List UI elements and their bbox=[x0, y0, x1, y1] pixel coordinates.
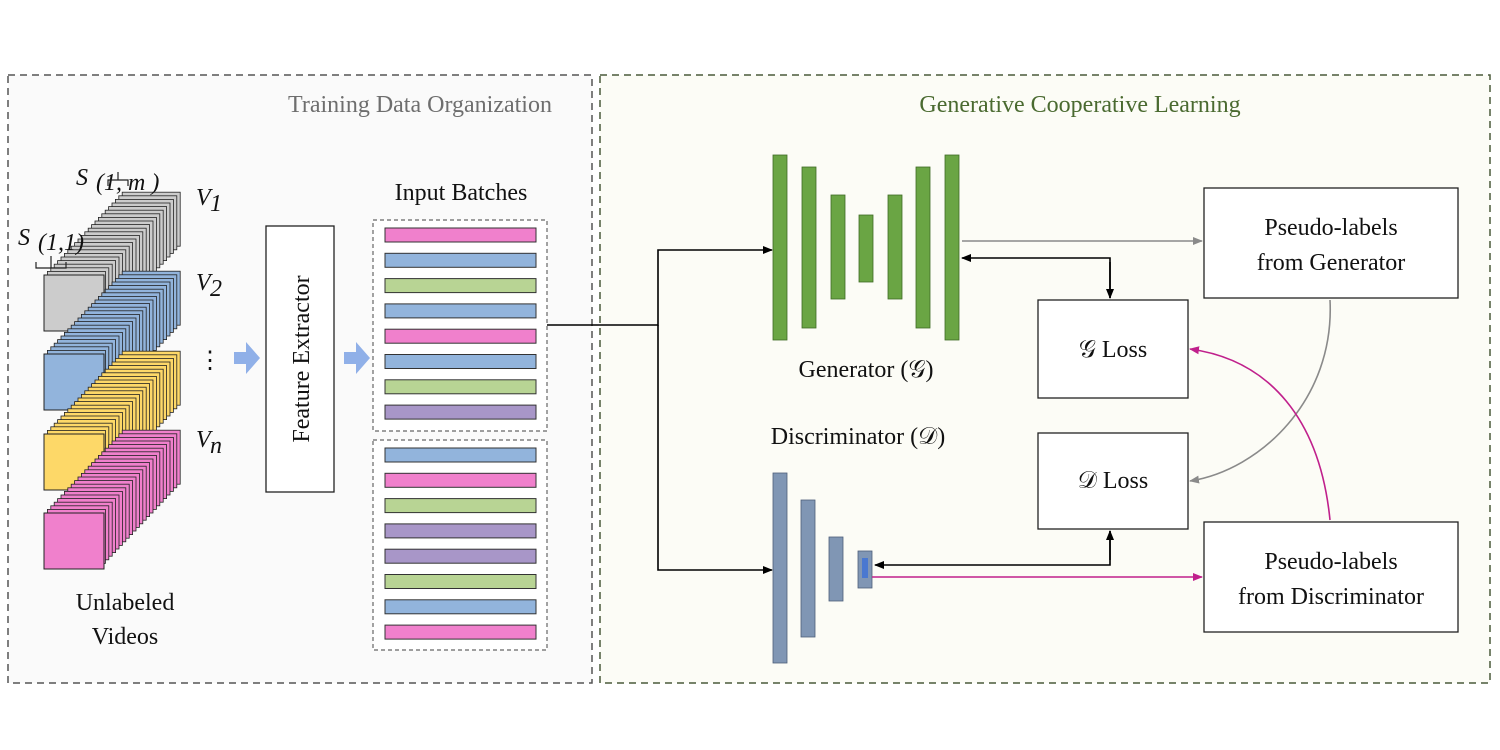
batch-output-line-down bbox=[657, 325, 773, 574]
g-loss-label: 𝒢 Loss bbox=[1079, 337, 1147, 363]
batch-feature-bar bbox=[384, 379, 537, 395]
right-panel-title: Generative Cooperative Learning bbox=[919, 92, 1240, 118]
segment-bracket-last bbox=[107, 172, 129, 186]
batch-feature-bar bbox=[384, 472, 537, 488]
batch-feature-bar bbox=[384, 278, 537, 294]
batch-feature-bar bbox=[384, 624, 537, 640]
video-stack-v3 bbox=[43, 350, 181, 491]
video-stacks bbox=[43, 191, 181, 570]
batch-feature-bar bbox=[384, 447, 537, 463]
svg-text:1: 1 bbox=[210, 191, 222, 217]
batch-output-line bbox=[547, 246, 773, 326]
arrow-to-batches bbox=[344, 342, 370, 374]
discriminator-label: Discriminator (𝒟) bbox=[771, 424, 945, 450]
batch-feature-bar bbox=[384, 599, 537, 615]
input-batches-title: Input Batches bbox=[395, 180, 528, 206]
svg-text:2: 2 bbox=[210, 276, 222, 302]
svg-text:S: S bbox=[76, 165, 88, 191]
svg-text:(1,1): (1,1) bbox=[38, 230, 84, 256]
video-stack-v1 bbox=[43, 191, 181, 332]
discriminator-layer bbox=[772, 472, 788, 664]
segment-label-first: S (1,1) bbox=[18, 225, 84, 256]
video-stack-v2 bbox=[43, 270, 181, 411]
g-loss-box bbox=[1037, 299, 1189, 399]
batch-feature-bar bbox=[384, 252, 537, 268]
batch-feature-bar bbox=[384, 227, 537, 243]
generator-network bbox=[772, 154, 960, 341]
svg-text:S: S bbox=[18, 225, 30, 251]
feature-extractor-box bbox=[265, 225, 335, 493]
pseudo-disc-box bbox=[1203, 521, 1459, 633]
discriminator-layer bbox=[800, 499, 816, 638]
left-panel-title: Training Data Organization bbox=[288, 92, 552, 118]
batch-feature-bar bbox=[384, 328, 537, 344]
batch-bars bbox=[384, 227, 537, 640]
generator-layer bbox=[830, 194, 846, 300]
discriminator-output-marker bbox=[862, 558, 868, 578]
arrow-pseudo-disc-to-gloss bbox=[1189, 346, 1331, 521]
batch-feature-bar bbox=[384, 498, 537, 514]
video-label-vn: V n bbox=[196, 427, 222, 459]
generator-layer bbox=[772, 154, 788, 341]
video-label-v2: V 2 bbox=[196, 270, 222, 302]
video-label-v1: V 1 bbox=[196, 185, 222, 217]
pseudo-disc-line2: from Discriminator bbox=[1238, 584, 1424, 610]
batch-frame-1 bbox=[372, 219, 548, 432]
pseudo-gen-box bbox=[1203, 187, 1459, 299]
generator-label: Generator (𝒢) bbox=[798, 357, 933, 383]
discriminator-network bbox=[772, 472, 873, 664]
pseudo-gen-line1: Pseudo-labels bbox=[1264, 215, 1397, 241]
svg-text:n: n bbox=[210, 433, 222, 459]
generator-layer bbox=[915, 166, 931, 329]
d-loss-box bbox=[1037, 432, 1189, 530]
pseudo-disc-line1: Pseudo-labels bbox=[1264, 549, 1397, 575]
generator-layer bbox=[801, 166, 817, 329]
generator-layer bbox=[944, 154, 960, 341]
video-frame bbox=[43, 512, 105, 570]
batch-feature-bar bbox=[384, 574, 537, 589]
batch-feature-bar bbox=[384, 354, 537, 369]
batch-feature-bar bbox=[384, 548, 537, 564]
svg-text:V: V bbox=[196, 427, 213, 453]
svg-text:V: V bbox=[196, 185, 213, 211]
video-label-dots: ⋮ bbox=[198, 348, 222, 374]
arrow-to-extractor bbox=[234, 342, 260, 374]
batch-feature-bar bbox=[384, 303, 537, 319]
generator-layer bbox=[858, 214, 874, 283]
pseudo-gen-line2: from Generator bbox=[1257, 250, 1406, 276]
videos-caption-line1: Unlabeled bbox=[76, 590, 175, 616]
segment-bracket-first bbox=[35, 256, 67, 269]
d-loss-label: 𝒟 Loss bbox=[1078, 468, 1149, 494]
batch-feature-bar bbox=[384, 523, 537, 539]
feature-extractor-label: Feature Extractor bbox=[289, 275, 315, 442]
batch-feature-bar bbox=[384, 404, 537, 420]
videos-caption-line2: Videos bbox=[92, 624, 159, 650]
video-stack-vn bbox=[43, 429, 181, 570]
batch-frame-2 bbox=[372, 439, 548, 651]
svg-text:V: V bbox=[196, 270, 213, 296]
discriminator-layer bbox=[828, 536, 844, 602]
generator-layer bbox=[887, 194, 903, 300]
arrow-pseudo-gen-to-dloss bbox=[1189, 299, 1331, 484]
